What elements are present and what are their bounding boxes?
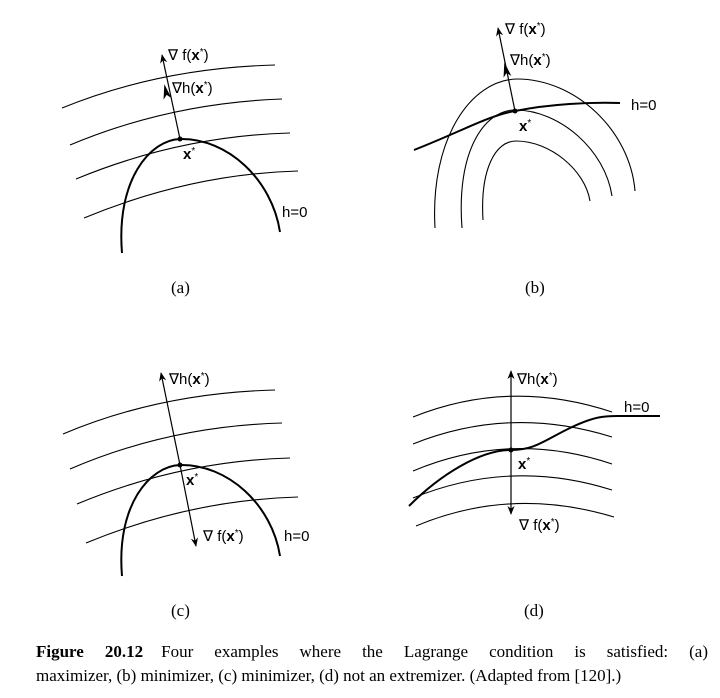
level-curves-f <box>434 78 636 229</box>
constraint-curve-h <box>408 415 660 507</box>
grad-f-arrow <box>160 54 181 140</box>
caption-line-2: maximizer, (b) minimizer, (c) minimizer,… <box>36 666 622 685</box>
point-x-star <box>177 136 183 142</box>
constraint-label: h=0 <box>284 528 309 545</box>
point-x-star <box>512 108 518 114</box>
panel-d: ∇h(x*) h=0 x* ∇ f(x*) (d) <box>408 370 660 620</box>
figure-caption: Figure 20.12 Four examples where the Lagr… <box>36 640 708 688</box>
level-curves-f <box>412 395 615 527</box>
grad-f-label: ∇ f(x*) <box>202 528 244 545</box>
figure-number: Figure 20.12 <box>36 642 144 661</box>
panel-sublabel: (c) <box>171 601 190 620</box>
grad-h-arrowhead <box>503 62 512 78</box>
grad-f-arrow <box>179 464 198 547</box>
panel-b: ∇ f(x*) ∇h(x*) x* h=0 (b) <box>413 21 656 297</box>
level-curves-f <box>61 64 299 219</box>
grad-h-label: ∇h(x*) <box>171 80 213 97</box>
panel-sublabel: (a) <box>171 278 190 297</box>
constraint-label: h=0 <box>631 97 656 114</box>
grad-f-label: ∇ f(x*) <box>504 21 546 38</box>
point-x-star <box>508 447 514 453</box>
grad-f-label: ∇ f(x*) <box>167 47 209 64</box>
grad-h-label: ∇h(x*) <box>509 52 551 69</box>
panel-c: ∇h(x*) x* ∇ f(x*) h=0 (c) <box>62 371 309 620</box>
point-label: x* <box>186 472 198 489</box>
caption-line-1: Four examples where the Lagrange conditi… <box>161 642 708 661</box>
panel-sublabel: (d) <box>524 601 544 620</box>
grad-f-label: ∇ f(x*) <box>518 517 560 534</box>
point-label: x* <box>183 146 195 163</box>
panel-a: ∇ f(x*) ∇h(x*) x* h=0 (a) <box>61 47 307 297</box>
grad-h-label: ∇h(x*) <box>516 371 558 388</box>
point-x-star <box>177 462 183 468</box>
constraint-label: h=0 <box>624 399 649 416</box>
grad-h-arrow <box>159 372 181 466</box>
grad-h-arrowhead <box>163 84 172 100</box>
grad-h-label: ∇h(x*) <box>168 371 210 388</box>
point-label: x* <box>519 118 531 135</box>
constraint-label: h=0 <box>282 204 307 221</box>
point-label: x* <box>518 456 530 473</box>
panel-sublabel: (b) <box>525 278 545 297</box>
constraint-curve-h <box>120 463 281 577</box>
